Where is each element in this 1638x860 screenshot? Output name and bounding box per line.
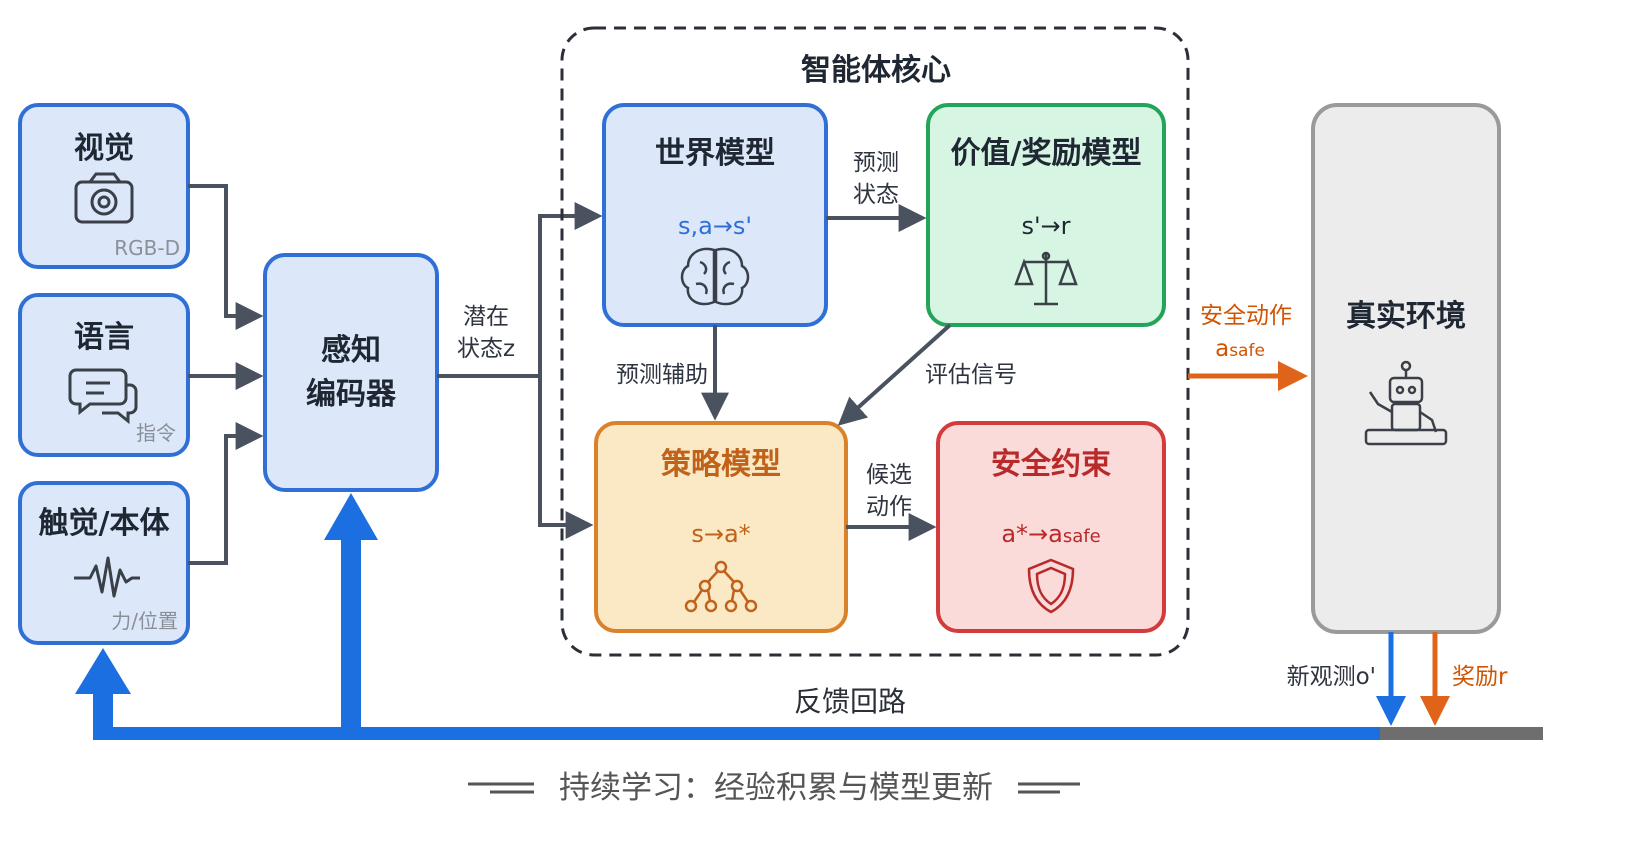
safety-formula: a*→asafe (1001, 520, 1100, 548)
tree-icon (684, 560, 758, 613)
value-model-formula: s'→r (1021, 212, 1070, 240)
input-vision: 视觉 RGB-D (18, 103, 190, 269)
latent-label-line1: 潜在 (463, 304, 509, 330)
input-connectors (188, 184, 264, 565)
edge-predict-state-line2: 状态 (853, 182, 899, 208)
real-environment-box: 真实环境 (1311, 103, 1501, 634)
world-model-box: 世界模型 s,a→s' (602, 103, 828, 327)
safety-formula-sub: safe (1063, 526, 1101, 547)
edge-predict-state-line1: 预测 (853, 150, 899, 176)
safety-title: 安全约束 (991, 447, 1111, 482)
shield-icon (1027, 558, 1075, 614)
core-arrows (701, 204, 952, 541)
input-language-caption: 指令 (136, 421, 176, 445)
waveform-icon (74, 556, 140, 598)
edge-eval-signal: 评估信号 (925, 362, 1017, 388)
environment-title: 真实环境 (1346, 299, 1466, 334)
world-model-formula: s,a→s' (678, 212, 752, 240)
edge-candidate-line2: 动作 (866, 494, 912, 520)
edge-predict-assist: 预测辅助 (616, 362, 708, 388)
feedback-loop (75, 493, 1543, 740)
policy-model-box: 策略模型 s→a* (594, 421, 848, 633)
value-model-box: 价值/奖励模型 s'→r (926, 103, 1166, 327)
safety-formula-main: a*→a (1001, 520, 1063, 548)
agent-core-region (560, 26, 1190, 657)
policy-model-title: 策略模型 (661, 447, 781, 482)
input-touch-title: 触觉/本体 (39, 506, 171, 541)
policy-model-formula: s→a* (691, 520, 750, 548)
robot-icon (1364, 360, 1448, 446)
world-model-title: 世界模型 (655, 136, 775, 171)
feedback-arrow-to-encoder (324, 493, 378, 540)
scales-icon (1014, 251, 1078, 306)
safe-action-main: a (1215, 336, 1229, 362)
encoder-to-core-connectors (437, 202, 603, 539)
encoder-line1: 感知 (321, 333, 381, 368)
encoder-line2: 编码器 (306, 377, 397, 412)
safe-action-symbol: asafe (1215, 336, 1265, 362)
feedback-bar-tail (1380, 727, 1543, 740)
agent-core-title: 智能体核心 (801, 53, 951, 88)
feedback-arrow-to-inputs (75, 648, 131, 694)
footer-dashes (468, 782, 1080, 794)
camera-icon (74, 172, 134, 224)
brain-icon (680, 247, 750, 306)
latent-label-line2: 状态z (457, 336, 515, 362)
reward-label: 奖励r (1452, 664, 1508, 690)
chat-bubbles-icon (68, 368, 138, 425)
input-language-title: 语言 (74, 320, 134, 355)
input-vision-title: 视觉 (74, 131, 134, 166)
input-language: 语言 指令 (18, 293, 190, 457)
value-model-title: 价值/奖励模型 (951, 136, 1142, 171)
input-touch: 触觉/本体 力/位置 (18, 481, 190, 645)
feedback-label: 反馈回路 (794, 685, 906, 718)
safety-constraint-box: 安全约束 a*→asafe (936, 421, 1166, 633)
footer-caption: 持续学习：经验积累与模型更新 (559, 770, 993, 806)
input-touch-caption: 力/位置 (111, 609, 178, 633)
safe-action-sub: safe (1229, 341, 1265, 361)
input-vision-caption: RGB-D (114, 236, 180, 260)
perception-encoder: 感知 编码器 (263, 253, 439, 492)
feedback-bar (93, 727, 1543, 740)
edge-candidate-line1: 候选 (866, 462, 912, 488)
new-observation-label: 新观测o' (1287, 664, 1376, 690)
safe-action-line1: 安全动作 (1200, 303, 1292, 329)
